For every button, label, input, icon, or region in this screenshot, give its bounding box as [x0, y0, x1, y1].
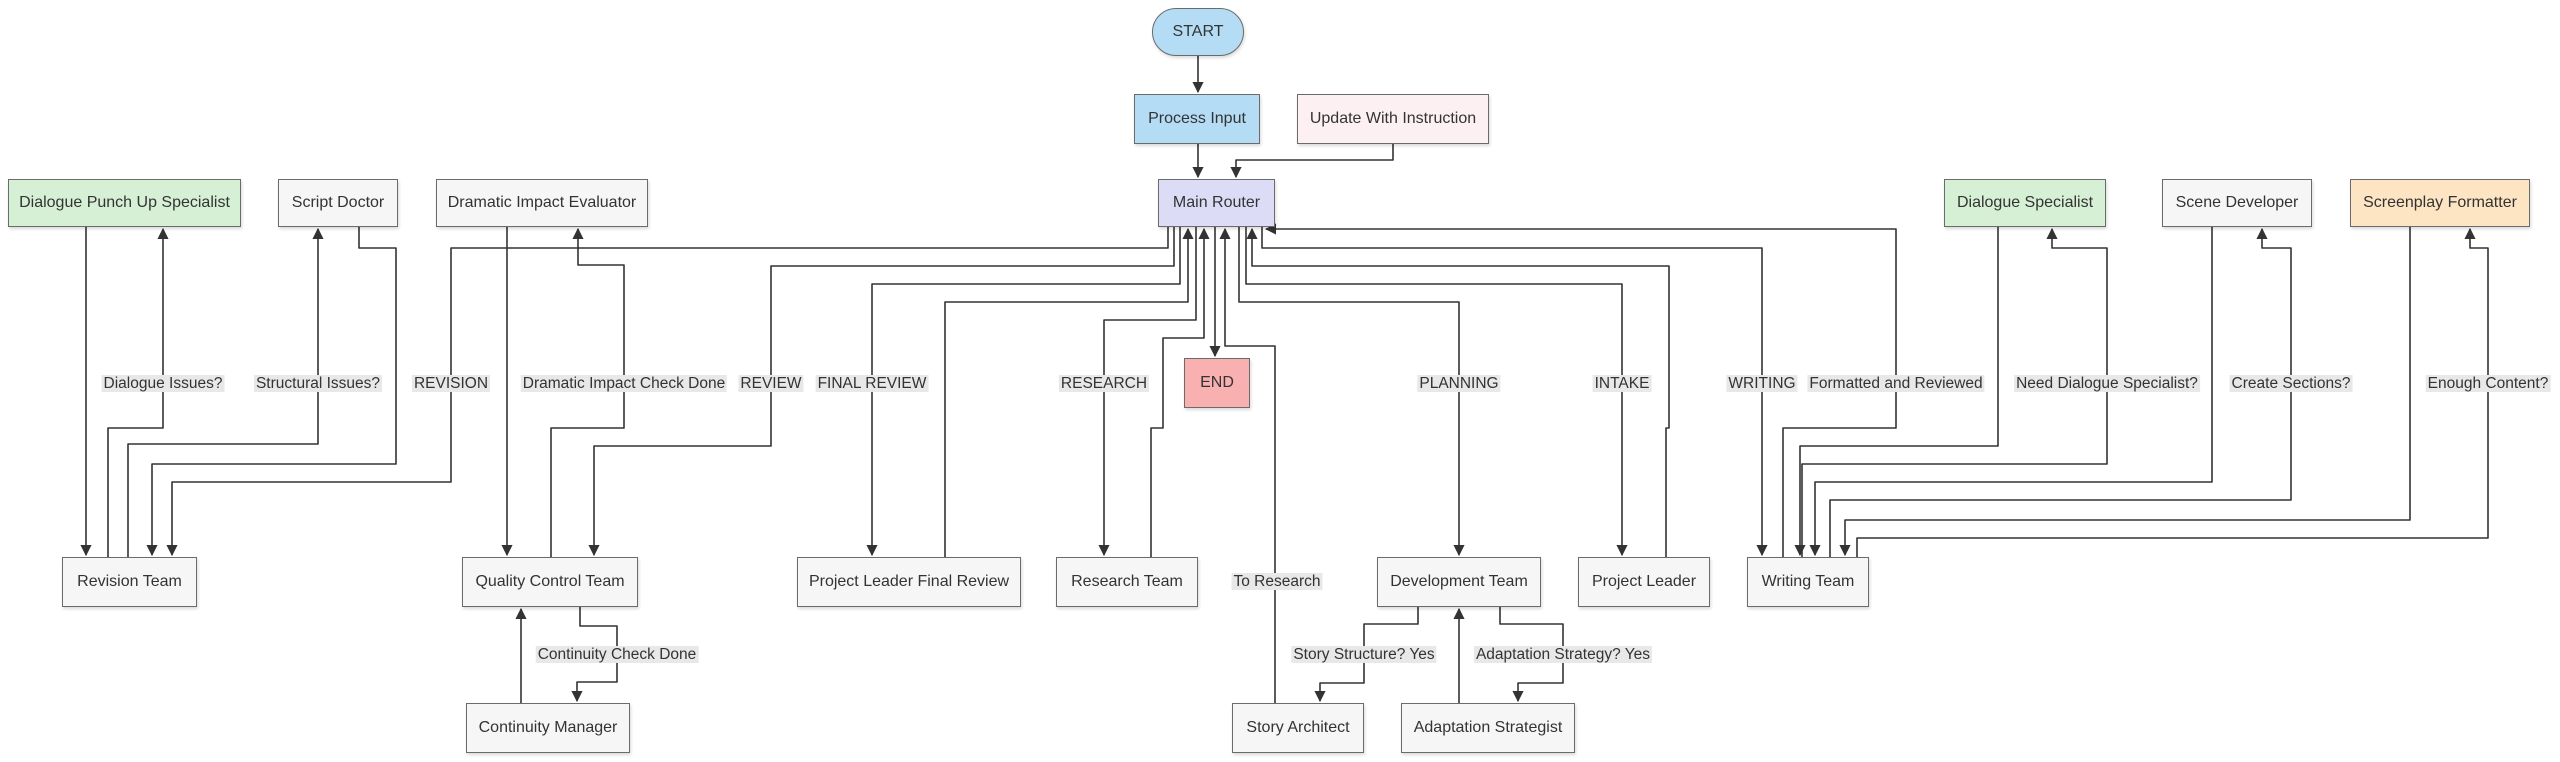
edge-label-final-review: FINAL REVIEW — [815, 375, 929, 392]
edge-research-team-to-router — [1150, 227, 1210, 557]
edge-router-final-review-to-plfr — [866, 227, 1181, 557]
edge-label-enough-content: Enough Content? — [2425, 375, 2551, 392]
continuity-manager-node[interactable]: Continuity Manager — [466, 703, 630, 753]
edge-router-revision-to-revision-team — [166, 227, 1169, 557]
edge-label-structural-issues: Structural Issues? — [253, 375, 383, 392]
project-leader-final-review-node[interactable]: Project Leader Final Review — [797, 557, 1021, 607]
scene-developer-node[interactable]: Scene Developer — [2162, 179, 2312, 227]
edge-writing-team-to-router — [1264, 223, 1897, 557]
edge-label-revision: REVISION — [411, 375, 491, 392]
update-with-instruction-node[interactable]: Update With Instruction — [1297, 94, 1489, 144]
edge-label-create-sections: Create Sections? — [2229, 375, 2353, 392]
dialogue-punch-up-specialist-node[interactable]: Dialogue Punch Up Specialist — [8, 179, 241, 227]
edge-label-review: REVIEW — [738, 375, 804, 392]
edge-revision-to-script-doctor — [127, 227, 324, 557]
screenplay-formatter-node[interactable]: Screenplay Formatter — [2350, 179, 2530, 227]
story-architect-node[interactable]: Story Architect — [1232, 703, 1364, 753]
edge-label-need-dialogue-specialist: Need Dialogue Specialist? — [2014, 375, 2200, 392]
process-input-node[interactable]: Process Input — [1134, 94, 1260, 144]
revision-team-node[interactable]: Revision Team — [62, 557, 197, 607]
edge-script-doctor-to-revision — [146, 227, 397, 557]
edge-label-dialogue-issues: Dialogue Issues? — [101, 375, 225, 392]
edge-router-research-to-research-team — [1098, 227, 1197, 557]
writing-team-node[interactable]: Writing Team — [1747, 557, 1869, 607]
edge-label-dramatic-impact-check-done: Dramatic Impact Check Done — [520, 375, 728, 392]
start-node[interactable]: START — [1152, 8, 1244, 56]
edge-screenplay-formatter-to-writing — [1839, 227, 2411, 557]
edge-writing-to-scene-developer — [1829, 227, 2292, 557]
edge-scene-developer-to-writing — [1809, 227, 2213, 557]
edge-router-review-to-qc — [588, 227, 1175, 557]
dramatic-impact-evaluator-node[interactable]: Dramatic Impact Evaluator — [436, 179, 648, 227]
adaptation-strategist-node[interactable]: Adaptation Strategist — [1401, 703, 1575, 753]
edge-label-planning: PLANNING — [1417, 375, 1501, 392]
edge-label-continuity-check-done: Continuity Check Done — [535, 646, 699, 663]
edge-dialogue-specialist-to-writing — [1794, 227, 1999, 557]
edge-label-adaptation-strategy-yes: Adaptation Strategy? Yes — [1473, 646, 1653, 663]
edge-router-planning-to-development — [1238, 227, 1465, 557]
quality-control-team-node[interactable]: Quality Control Team — [462, 557, 638, 607]
main-router-node[interactable]: Main Router — [1158, 179, 1275, 227]
edge-qc-to-dramatic-impact — [550, 227, 625, 557]
project-leader-node[interactable]: Project Leader — [1578, 557, 1710, 607]
edge-project-leader-to-router — [1246, 227, 1670, 557]
edge-writing-to-screenplay-formatter — [1856, 227, 2489, 557]
research-team-node[interactable]: Research Team — [1056, 557, 1198, 607]
edge-writing-to-dialogue-specialist — [1801, 227, 2108, 557]
edge-router-writing-to-writing-team — [1261, 227, 1768, 557]
edge-story-architect-to-router — [1219, 227, 1276, 703]
edge-label-to-research: To Research — [1231, 573, 1323, 590]
edge-label-formatted-and-reviewed: Formatted and Reviewed — [1807, 375, 1985, 392]
edge-update-to-main-router — [1230, 144, 1394, 179]
edge-label-intake: INTAKE — [1592, 375, 1652, 392]
edge-label-writing: WRITING — [1726, 375, 1798, 392]
end-node[interactable]: END — [1184, 358, 1250, 408]
edge-router-intake-to-project-leader — [1245, 227, 1628, 557]
edge-plfr-to-router — [944, 227, 1194, 557]
edge-label-research: RESEARCH — [1058, 375, 1150, 392]
edge-revision-to-dialogue-punch-up — [107, 227, 169, 557]
development-team-node[interactable]: Development Team — [1377, 557, 1541, 607]
dialogue-specialist-node[interactable]: Dialogue Specialist — [1944, 179, 2106, 227]
script-doctor-node[interactable]: Script Doctor — [278, 179, 398, 227]
edge-label-story-structure-yes: Story Structure? Yes — [1291, 646, 1437, 663]
